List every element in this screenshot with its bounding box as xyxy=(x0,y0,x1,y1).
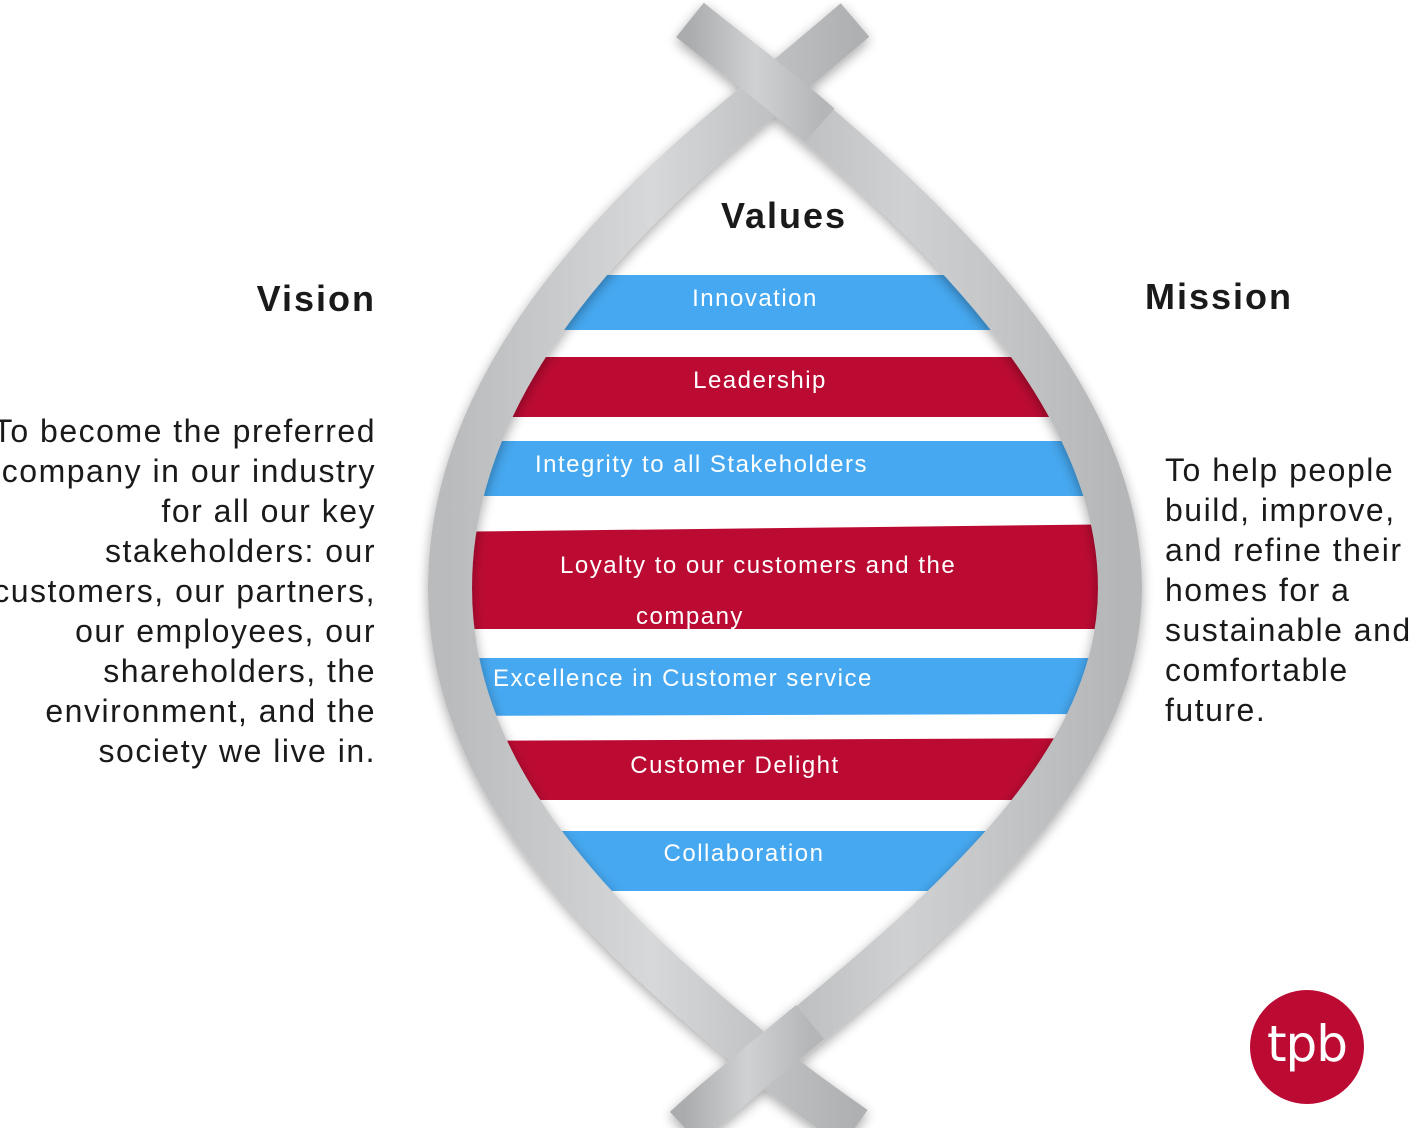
tpb-logo: tpb xyxy=(1250,990,1364,1104)
band-leadership xyxy=(450,357,1120,417)
value-labels: Innovation Leadership Integrity to all S… xyxy=(493,285,956,867)
value-label-integrity: Integrity to all Stakeholders xyxy=(535,451,868,478)
vision-statement: To become the preferred company in our i… xyxy=(0,413,376,769)
values-heading: Values xyxy=(720,195,848,236)
mission-statement: To help people build, improve, and refin… xyxy=(1165,452,1412,728)
value-label-loyalty-line2: company xyxy=(636,603,744,630)
band-integrity xyxy=(450,441,1120,496)
value-label-customer-delight: Customer Delight xyxy=(630,752,839,779)
band-excellence xyxy=(450,658,1120,716)
value-label-excellence: Excellence in Customer service xyxy=(493,665,873,692)
mission-heading: Mission xyxy=(1145,276,1294,317)
helix-strand-back-bottom-crossing xyxy=(670,1005,825,1128)
value-label-leadership: Leadership xyxy=(693,367,827,394)
vision-heading: Vision xyxy=(256,278,376,319)
helix-strand-back-top-crossing xyxy=(676,2,835,142)
band-loyalty xyxy=(450,524,1120,629)
value-label-innovation: Innovation xyxy=(692,285,818,312)
band-customer-delight xyxy=(450,738,1120,800)
value-label-loyalty: Loyalty to our customers and the xyxy=(560,552,956,579)
logo-text: tpb xyxy=(1266,1015,1348,1073)
value-label-collaboration: Collaboration xyxy=(664,840,825,867)
helix-strands xyxy=(427,2,1143,1128)
